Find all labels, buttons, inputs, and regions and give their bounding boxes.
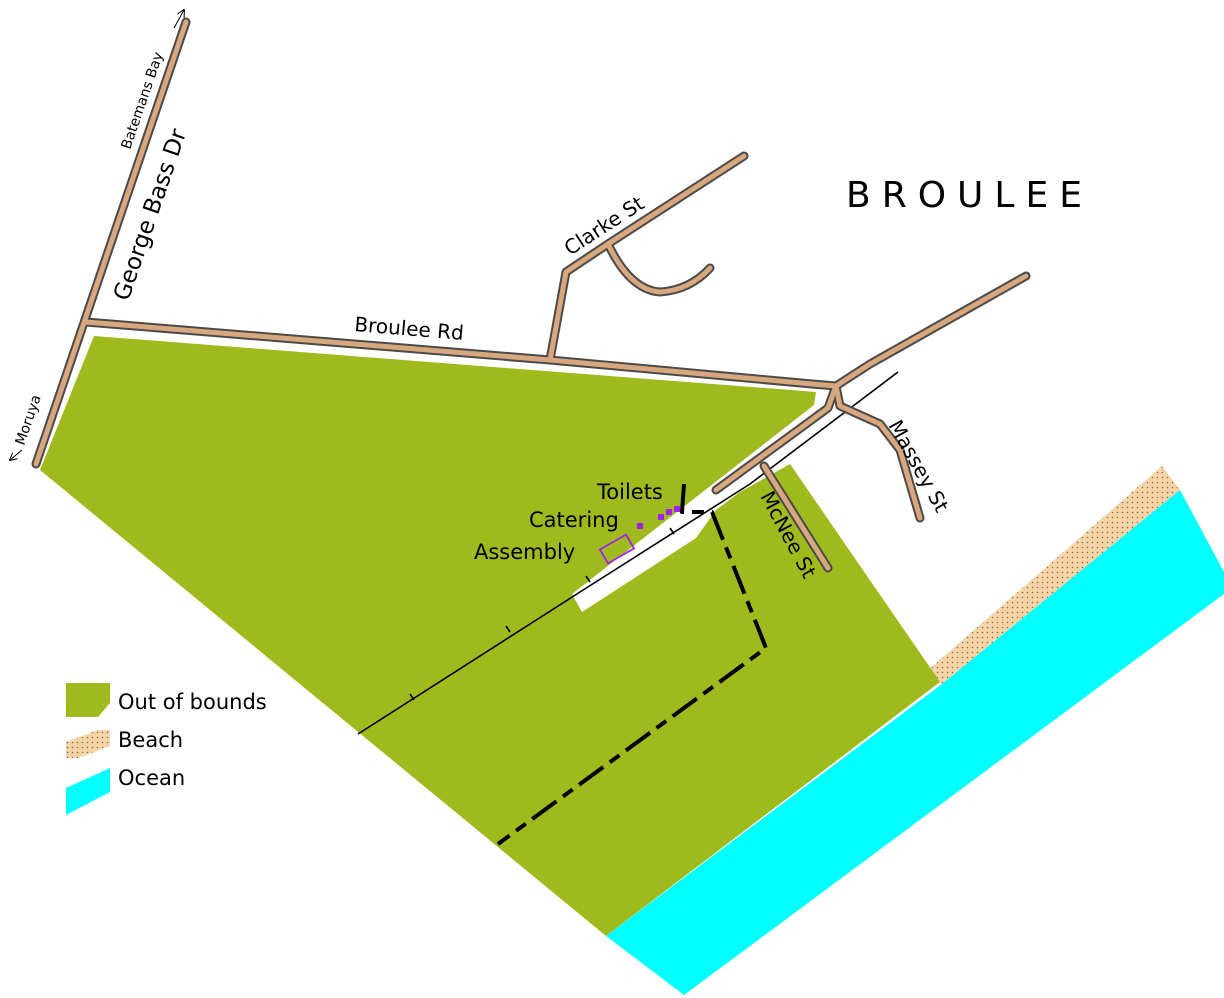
catering-label: Catering xyxy=(529,508,619,532)
legend-swatch-beach xyxy=(66,730,110,758)
legend-swatch-ocean xyxy=(66,768,110,815)
out-of-bounds-area xyxy=(40,336,940,936)
place-name-label: BROULEE xyxy=(846,175,1093,216)
assembly-label: Assembly xyxy=(474,540,575,564)
track-line xyxy=(357,371,899,735)
legend-label-ocean: Ocean xyxy=(118,766,185,790)
dashed-route xyxy=(496,483,768,846)
toilet-marker-1 xyxy=(658,514,664,520)
legend-swatch-out-of-bounds xyxy=(66,683,110,717)
batemans-bay-arrow xyxy=(173,10,184,29)
assembly-area-marker xyxy=(598,533,636,565)
legend-label-beach: Beach xyxy=(118,728,183,752)
moruya-arrow xyxy=(10,449,23,460)
toilet-marker-3 xyxy=(674,506,680,512)
map-legend: Out of bounds Beach Ocean xyxy=(66,683,267,815)
beach-area xyxy=(926,466,1180,684)
facility-markers xyxy=(598,506,680,565)
road-fills xyxy=(33,19,1029,571)
toilet-marker-2 xyxy=(666,509,672,515)
legend-label-out-of-bounds: Out of bounds xyxy=(118,690,267,714)
catering-marker xyxy=(637,523,643,529)
broulee-rd-label: Broulee Rd xyxy=(354,312,465,345)
ocean-area xyxy=(606,490,1224,995)
toilets-label: Toilets xyxy=(596,480,663,504)
